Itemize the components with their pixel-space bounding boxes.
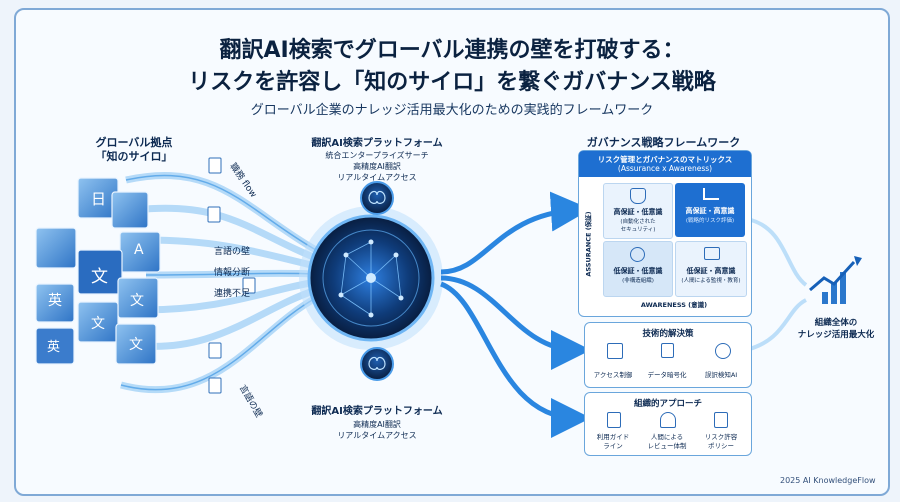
tile-glyph: A xyxy=(134,242,144,258)
org-item-line2: ポリシー xyxy=(708,442,734,450)
prohibited-icon xyxy=(630,247,645,262)
document-icons xyxy=(207,157,256,394)
reviewer-icon xyxy=(660,412,676,428)
diagram-graphics xyxy=(35,157,862,438)
matrix-x-axis: AWARENESS (意識) xyxy=(640,301,708,309)
matrix-cell-low-high: 低保証・高意識 (人間による監視・教育) xyxy=(675,241,747,297)
footer-credit: 2025 AI KnowledgeFlow xyxy=(780,476,876,485)
org-item-line1: 人間による xyxy=(650,433,684,441)
org-title: 組織的アプローチ xyxy=(633,399,702,409)
guideline-icon xyxy=(607,412,621,428)
output-arrows xyxy=(439,191,591,438)
shield-icon xyxy=(630,188,646,204)
language-wall-label: 言語の壁 xyxy=(214,247,251,257)
tech-solutions-panel: 技術的解決策 アクセス制御 データ暗号化 誤訳検知AI xyxy=(584,322,752,388)
tile-glyph: 英 xyxy=(48,293,62,309)
brain-orb-top xyxy=(360,181,394,215)
matrix-cell-high-high: 高保証・高意識 (戦略的リスク評価) xyxy=(675,183,745,237)
infographic-frame: 翻訳AI検索でグローバル連携の壁を打破する： リスクを許容し「知のサイロ」を繋ぐ… xyxy=(14,8,890,496)
tile-glyph: 日 xyxy=(91,190,107,208)
platform-title-bottom: 翻訳AI検索プラットフォーム xyxy=(311,406,443,417)
matrix-header xyxy=(579,151,751,177)
trend-chart-icon xyxy=(703,188,719,200)
brain-orb-bottom xyxy=(360,347,394,381)
main-title-line2: リスクを許容し「知のサイロ」を繋ぐガバナンス戦略 xyxy=(188,70,716,95)
tile-glyph: 文 xyxy=(91,267,108,287)
silo-heading-line1: グローバル拠点 xyxy=(95,136,173,149)
no-link-label: 連携不足 xyxy=(214,289,251,299)
org-item-line2: レビュー体制 xyxy=(647,442,687,450)
growth-chart-icon xyxy=(809,256,862,304)
tile-glyph: 文 xyxy=(130,293,144,309)
matrix-subtitle: (Assurance x Awareness) xyxy=(617,164,713,173)
error-detection-icon xyxy=(715,343,731,359)
tile-glyph: 文 xyxy=(129,337,143,353)
monitor-person-icon xyxy=(704,247,720,260)
policy-icon xyxy=(714,412,728,428)
outcome-line1: 組織全体の xyxy=(814,318,858,328)
tech-item: アクセス制御 xyxy=(593,371,633,379)
org-item-line1: リスク許容 xyxy=(704,433,738,441)
tech-item: 誤訳検知AI xyxy=(704,371,738,379)
tech-title: 技術的解決策 xyxy=(642,329,694,339)
tile-glyph: 英 xyxy=(47,340,61,355)
matrix-title: リスク管理とガバナンスのマトリックス xyxy=(597,155,733,164)
access-control-icon xyxy=(607,343,623,359)
platform-item: 高精度AI翻訳 xyxy=(353,162,401,171)
tech-item: データ暗号化 xyxy=(647,371,687,379)
outcome-line2: ナレッジ活用最大化 xyxy=(797,330,875,340)
info-split-label: 情報分断 xyxy=(214,268,251,278)
platform-item: 統合エンタープライズサーチ xyxy=(325,151,429,160)
governance-heading: ガバナンス戦略フレームワーク xyxy=(586,136,741,149)
org-approach-panel: 組織的アプローチ 利用ガイド ライン 人間による レビュー体制 リスク許容 ポリ… xyxy=(584,392,752,456)
matrix-cell-low-low: 低保証・低意識 (非構造組織) xyxy=(603,241,673,297)
matrix-y-axis: ASSURANCE (保証) xyxy=(584,211,593,277)
subtitle: グローバル企業のナレッジ活用最大化のための実践的フレームワーク xyxy=(250,103,654,118)
knowledge-silo-cubes xyxy=(35,177,161,365)
ai-hub xyxy=(299,206,443,350)
lock-icon xyxy=(661,343,674,358)
org-item-line1: 利用ガイド xyxy=(596,433,630,441)
silo-heading-line2: 「知のサイロ」 xyxy=(95,150,173,163)
main-title-line1: 翻訳AI検索でグローバル連携の壁を打破する： xyxy=(219,38,685,63)
platform-title-top: 翻訳AI検索プラットフォーム xyxy=(311,138,443,149)
platform-item: リアルタイムアクセス xyxy=(337,173,417,182)
tile-glyph: 文 xyxy=(91,316,105,332)
matrix-cell-high-low: 高保証・低意識 (自動化された セキュリティ) xyxy=(603,183,673,239)
platform-item: リアルタイムアクセス xyxy=(337,431,417,440)
org-item-line2: ライン xyxy=(603,442,623,450)
risk-matrix-panel: リスク管理とガバナンスのマトリックス (Assurance x Awarenes… xyxy=(578,150,752,317)
platform-item: 高精度AI翻訳 xyxy=(353,420,401,429)
